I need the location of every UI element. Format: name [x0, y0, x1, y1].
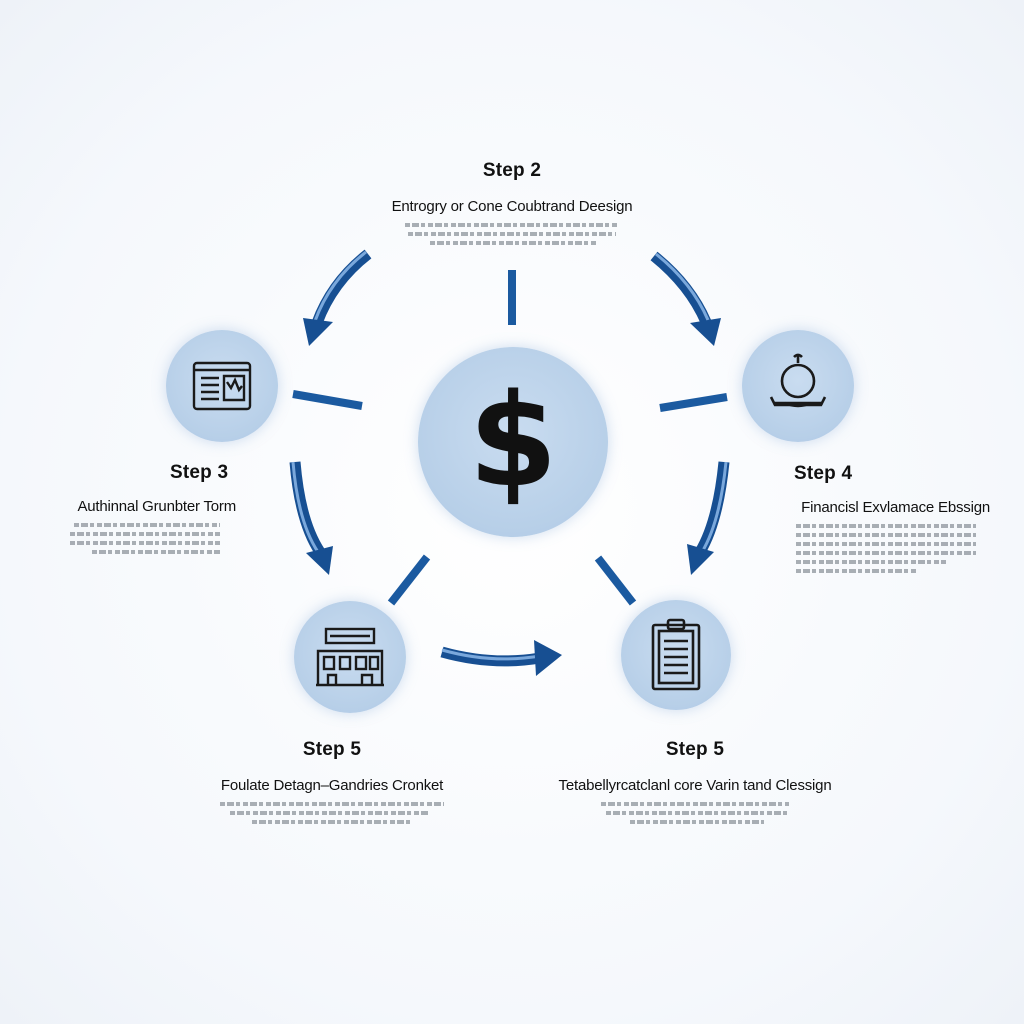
step-5-right-label: Step 5 — [665, 739, 725, 760]
step-5-left-title: Foulate Detagn–Gandries Cronket — [220, 777, 444, 794]
step-4-label: Step 4 — [794, 463, 853, 484]
step-5-right-description-placeholder — [550, 802, 840, 824]
step-5-left-block: Step 5 Foulate Detagn–Gandries Cronket — [206, 739, 458, 824]
step-2-description-placeholder — [380, 223, 644, 245]
arrow-top-to-left — [303, 249, 372, 346]
center-node: $ — [418, 347, 608, 537]
connector-left — [292, 390, 363, 410]
step-3-block: Step 3 Authinnal Grunbter Torm — [60, 462, 236, 554]
arrow-right-to-bottom-right — [687, 461, 730, 575]
step-3-description-placeholder — [60, 523, 236, 554]
dollar-sign-icon: $ — [468, 367, 558, 516]
step-5-left-node — [294, 601, 406, 713]
connector-right — [659, 393, 728, 412]
step-5-left-description-placeholder — [206, 802, 458, 824]
step-2-block: Step 2 Entrogry or Cone Coubtrand Deesig… — [380, 160, 644, 245]
step-3-node — [166, 330, 278, 442]
arrow-bottom-left-to-bottom-right — [440, 640, 562, 676]
step-5-right-title: Tetabellyrcatclanl core Varin tand Cless… — [558, 777, 832, 794]
step-2-title: Entrogry or Cone Coubtrand Deesign — [391, 198, 633, 215]
scale-balance-icon — [769, 353, 827, 408]
database-card-icon — [192, 361, 252, 411]
step-4-block: Step 4 Financisl Exvlamace Ebssign — [780, 463, 990, 573]
step-5-left-label: Step 5 — [302, 739, 362, 760]
step-5-right-node — [621, 600, 731, 710]
office-building-icon — [316, 627, 384, 687]
step-4-description-placeholder — [780, 524, 990, 573]
step-2-label: Step 2 — [482, 160, 542, 181]
clipboard-document-icon — [651, 618, 701, 691]
step-4-title: Financisl Exvlamace Ebssign — [801, 499, 990, 516]
arrow-left-to-bottom-left — [289, 461, 333, 575]
connector-bottom-right — [594, 555, 637, 606]
step-4-node — [742, 330, 854, 442]
step-5-right-block: Step 5 Tetabellyrcatclanl core Varin tan… — [550, 739, 840, 824]
step-3-label: Step 3 — [170, 462, 229, 483]
connector-bottom-left — [387, 554, 431, 606]
step-3-title: Authinnal Grunbter Torm — [77, 498, 236, 515]
arrow-top-to-right — [650, 251, 721, 346]
